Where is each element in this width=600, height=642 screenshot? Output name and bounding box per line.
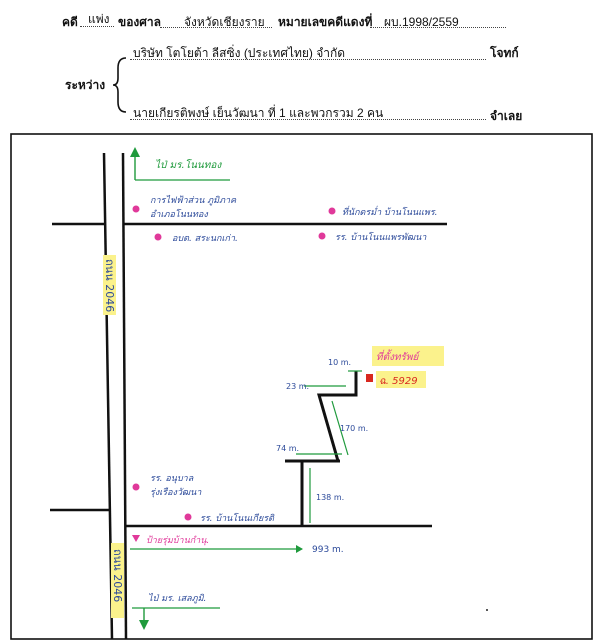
landmark-5-dot (132, 483, 140, 491)
parcel-highlight (376, 371, 426, 388)
dist-10: 10 m. (328, 358, 351, 367)
court-name: จังหวัดเชียงราย (184, 15, 265, 29)
main-road-left-edge (102, 152, 114, 640)
landmark-2: ที่นักดรม่ำ บ้านโนนแพร. (342, 205, 438, 218)
black-no-value: ผบ.1998/2559 (384, 15, 459, 29)
case-label: คดี (62, 15, 78, 29)
road-bottom-highlight (111, 543, 124, 618)
bus-stop: ป้ายรุ่มบ้านกำนุ. (146, 535, 209, 546)
landmark-5b: รุ่งเรืองวัฒนา (150, 487, 202, 498)
bus-stop-icon (132, 535, 140, 542)
defendant-role: จำเลย (490, 109, 523, 123)
road-top-label: ถนน 2046 (103, 259, 116, 312)
landmark-6-dot (184, 513, 192, 521)
to-south-text: ไป่ มร. เสลภูมิ. (148, 592, 206, 604)
landmark-3: อบต. สระนกเก่า. (172, 234, 238, 244)
road-bottom-label: ถนน 2046 (111, 549, 124, 602)
plaintiff-line (130, 59, 486, 60)
landmark-4-dot (318, 232, 326, 240)
between-label: ระหว่าง (65, 78, 106, 92)
landmark-6: รร. บ้านโนนเกียรติ (200, 512, 275, 524)
target-label: ที่ตั้งทรัพย์ (376, 349, 420, 363)
parcel-no: ฉ. 5929 (379, 376, 418, 387)
case-type: แพ่ง (88, 12, 110, 26)
landmark-5: รร. อนุบาล (150, 474, 194, 484)
dist-170-line (331, 400, 349, 456)
landmark-1: การไฟฟ้าส่วน ภูมิภาค (150, 194, 237, 206)
road-top-highlight (103, 255, 116, 315)
landmark-4: รร. บ้านโนนแพรพัฒนา (335, 231, 427, 243)
court-label: ของศาล (118, 15, 161, 29)
location-map: ถนน 2046 ถนน 2046 ไป่ มร.โนนทอง การไฟฟ้า… (10, 133, 593, 640)
brace-icon (112, 57, 127, 113)
north-arrow-icon (130, 147, 140, 157)
landmark-1-dot (132, 205, 140, 213)
defendant-name: นายเกียรติพงษ์ เย็นวัฒนา ที่ 1 และพวกรวม… (133, 106, 384, 120)
black-no-label: หมายเลขคดีแดงที่ (278, 15, 373, 29)
to-north-text: ไป่ มร.โนนทอง (155, 159, 222, 171)
dist-23: 23 m. (286, 382, 309, 391)
main-road-right-edge (121, 152, 128, 640)
dist-170: 170 m. (340, 424, 368, 433)
map-frame (10, 133, 593, 640)
dist-993-arrow-icon (296, 545, 303, 553)
plaintiff-role: โจทก์ (490, 46, 519, 60)
plaintiff-name: บริษัท โตโยต้า ลีสซิ่ง (ประเทศไทย) จำกัด (133, 46, 346, 60)
target-label-highlight (372, 346, 444, 366)
landmark-1b: อำเภอโนนทอง (150, 208, 208, 220)
court-line (160, 27, 272, 28)
south-arrow-icon (139, 620, 149, 630)
dist-138: 138 m. (316, 493, 344, 502)
property-marker-icon (366, 374, 373, 382)
black-no-line (370, 27, 506, 28)
stray-mark (486, 609, 488, 611)
landmark-3-dot (154, 233, 162, 241)
defendant-line (130, 119, 486, 120)
dist-993: 993 m. (312, 545, 344, 555)
landmark-2-dot (328, 207, 336, 215)
dist-74: 74 m. (276, 444, 299, 453)
case-type-line (80, 26, 114, 27)
